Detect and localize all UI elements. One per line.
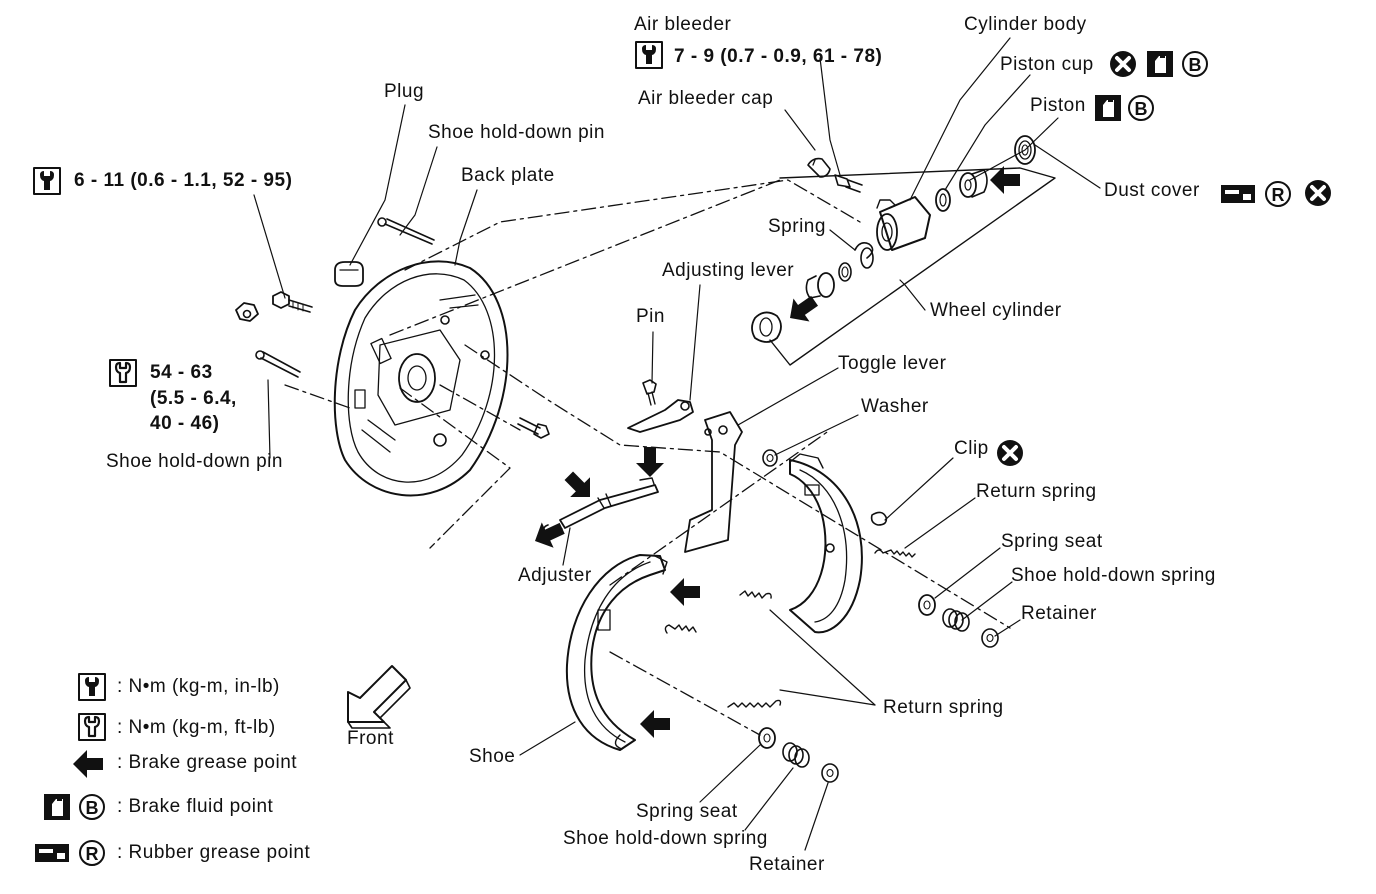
label-return-spring-bottom: Return spring (883, 697, 1004, 718)
back-plate (333, 260, 509, 497)
label-piston: Piston (1030, 95, 1086, 116)
dust-cover-left (751, 311, 782, 343)
legend-circled-r-text: R (86, 844, 99, 864)
label-air-bleeder: Air bleeder (634, 14, 732, 35)
legend-torque-inlb: : N•m (kg-m, in-lb) (117, 676, 280, 697)
circled-b-text: B (1189, 55, 1202, 75)
spring-seat-right (918, 594, 936, 616)
return-spring-middle (664, 590, 772, 634)
shoe-hold-down-pin-top (377, 217, 435, 245)
label-bolt-torque: 6 - 11 (0.6 - 1.1, 52 - 95) (74, 170, 293, 191)
air-bleeder (834, 174, 863, 193)
torque-wrench-open-icon (108, 358, 138, 388)
label-spring-seat-right: Spring seat (1001, 531, 1103, 552)
piston (959, 169, 988, 198)
rubber-grease-icon (1220, 184, 1256, 204)
washer (762, 449, 778, 467)
label-wheel-cylinder: Wheel cylinder (930, 300, 1062, 321)
retainer-bottom (821, 763, 839, 783)
circled-b-text: B (1135, 99, 1148, 119)
shoe-hold-down-pin-left (255, 350, 301, 378)
legend-brake-grease: : Brake grease point (117, 752, 298, 773)
wheel-cylinder-bracket (769, 167, 1056, 366)
anchor-bolt (517, 417, 550, 439)
label-spring: Spring (768, 216, 826, 237)
label-piston-cup: Piston cup (1000, 54, 1094, 75)
adjuster (542, 477, 659, 534)
clip (870, 511, 888, 526)
retainer-right (981, 628, 999, 648)
label-dust-cover: Dust cover (1104, 180, 1200, 201)
dust-cover (1014, 135, 1036, 165)
legend-torque-ftlb: : N•m (kg-m, ft-lb) (117, 717, 276, 738)
return-spring-lower (727, 699, 782, 708)
air-bleeder-cap (807, 157, 831, 178)
shoe-left (565, 554, 668, 751)
piston-left (805, 272, 835, 299)
label-back-plate: Back plate (461, 165, 555, 186)
shoe-right (789, 453, 863, 634)
label-adjuster: Adjuster (518, 565, 592, 586)
nut (235, 302, 259, 322)
spring (854, 242, 874, 269)
return-spring-top (874, 549, 916, 558)
label-nut-torque-3: 40 - 46) (150, 413, 220, 434)
label-shoe-hold-down-spring-right: Shoe hold-down spring (1011, 565, 1216, 586)
label-air-bleeder-torque: 7 - 9 (0.7 - 0.9, 61 - 78) (674, 46, 883, 67)
label-plug: Plug (384, 81, 425, 102)
label-air-bleeder-cap: Air bleeder cap (638, 88, 774, 109)
plug (334, 261, 364, 287)
label-toggle-lever: Toggle lever (838, 353, 947, 374)
legend-rubber-grease: : Rubber grease point (117, 842, 311, 863)
label-nut-torque-2: (5.5 - 6.4, (150, 388, 237, 409)
label-retainer-bottom: Retainer (749, 854, 825, 875)
label-shoe-hold-down-pin-left: Shoe hold-down pin (106, 451, 283, 472)
label-washer: Washer (861, 396, 929, 417)
label-spring-seat-bottom: Spring seat (636, 801, 738, 822)
label-pin: Pin (636, 306, 665, 327)
legend-circled-b-text: B (86, 798, 99, 818)
label-shoe-hold-down-spring-bottom: Shoe hold-down spring (563, 828, 768, 849)
piston-cup (935, 188, 951, 212)
cylinder-body (876, 196, 931, 251)
spring-seat-bottom (758, 727, 776, 749)
legend-brake-fluid: : Brake fluid point (117, 796, 274, 817)
pin (642, 379, 657, 406)
shoe-hold-down-spring-bottom (782, 742, 810, 768)
assembly-guide-lines (284, 179, 1011, 736)
front-arrow-icon (347, 665, 411, 729)
toggle-lever (684, 411, 743, 553)
piston-cup-left (838, 262, 852, 282)
label-return-spring-top: Return spring (976, 481, 1097, 502)
label-shoe-hold-down-pin-top: Shoe hold-down pin (428, 122, 605, 143)
label-cylinder-body: Cylinder body (964, 14, 1087, 35)
label-adjusting-lever: Adjusting lever (662, 260, 795, 281)
label-nut-torque-1: 54 - 63 (150, 362, 213, 383)
bolt (272, 291, 313, 313)
label-clip: Clip (954, 438, 989, 459)
circled-r-text: R (1272, 185, 1285, 205)
label-shoe: Shoe (469, 746, 516, 767)
label-front: Front (347, 728, 394, 749)
shoe-hold-down-spring-right (942, 608, 970, 632)
adjusting-lever (627, 399, 694, 433)
label-retainer-right: Retainer (1021, 603, 1097, 624)
legend-icons (34, 673, 107, 866)
leader-lines (253, 37, 1101, 851)
